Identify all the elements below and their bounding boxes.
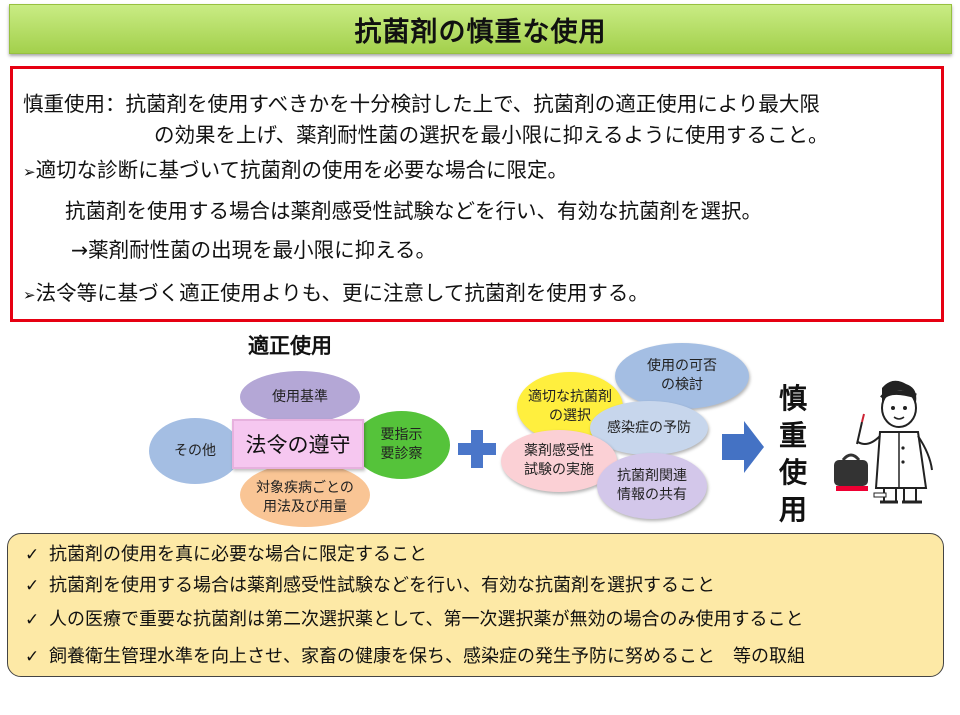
veterinarian-icon [834,380,933,504]
ellipse-consider-use: 使用の可否の検討 [615,343,749,409]
bullet-diagnosis: ➢適切な診断に基づいて抗菌剤の使用を必要な場合に限定。 [23,153,568,183]
bullet-diagnosis-text: 適切な診断に基づいて抗菌剤の使用を必要な場合に限定。 [35,158,568,182]
check-icon: ✓ [25,647,40,667]
page-title: 抗菌剤の慎重な使用 [354,16,607,48]
ellipse-usage-standard: 使用基準 [240,371,360,423]
ellipse-other: その他 [149,418,241,484]
check-icon: ✓ [25,576,40,596]
measures-box: ✓抗菌剤の使用を真に必要な場合に限定すること ✓抗菌剤を使用する場合は薬剤感受性… [7,533,944,677]
prudent-use-label: 慎 重 使 用 [778,382,807,526]
legal-compliance-box: 法令の遵守 [232,419,364,469]
bullet-careful-use-text: 法令等に基づく適正使用よりも、更に注意して抗菌剤を使用する。 [35,281,649,305]
right-arrow-icon [722,421,764,473]
definition-line-2: の効果を上げ、薬剤耐性菌の選択を最小限に抑えるように使用すること。 [154,123,829,147]
check-icon: ✓ [25,545,40,565]
plus-icon [458,430,496,468]
measure-item: ✓人の医療で重要な抗菌剤は第二次選択薬として、第一次選択薬が無効の場合のみ使用す… [25,609,804,630]
measure-item: ✓抗菌剤の使用を真に必要な場合に限定すること [25,544,427,565]
definition-box: 慎重使用：抗菌剤を使用すべきかを十分検討した上で、抗菌剤の適正使用により最大限 … [10,66,944,322]
sub-selection: 抗菌剤を使用する場合は薬剤感受性試験などを行い、有効な抗菌剤を選択。 [65,199,762,223]
ellipse-info-sharing: 抗菌剤関連情報の共有 [597,453,707,519]
bullet-arrow-icon: ➢ [23,163,36,181]
ellipse-dosage: 対象疾病ごとの用法及び用量 [240,463,370,527]
definition-line-1: 慎重使用：抗菌剤を使用すべきかを十分検討した上で、抗菌剤の適正使用により最大限 [23,92,820,116]
check-icon: ✓ [25,610,40,630]
measure-item: ✓飼養衛生管理水準を向上させ、家畜の健康を保ち、感染症の発生予防に努めること 等… [25,646,805,667]
sub-minimize: →薬剤耐性菌の出現を最小限に抑える。 [71,238,437,262]
measure-item: ✓抗菌剤を使用する場合は薬剤感受性試験などを行い、有効な抗菌剤を選択すること [25,575,715,596]
bullet-careful-use: ➢法令等に基づく適正使用よりも、更に注意して抗菌剤を使用する。 [23,276,649,306]
proper-use-label: 適正使用 [248,334,332,358]
title-banner: 抗菌剤の慎重な使用 [9,4,952,54]
bullet-arrow-icon: ➢ [23,286,36,304]
ellipse-prescription: 要指示要診察 [353,411,450,479]
